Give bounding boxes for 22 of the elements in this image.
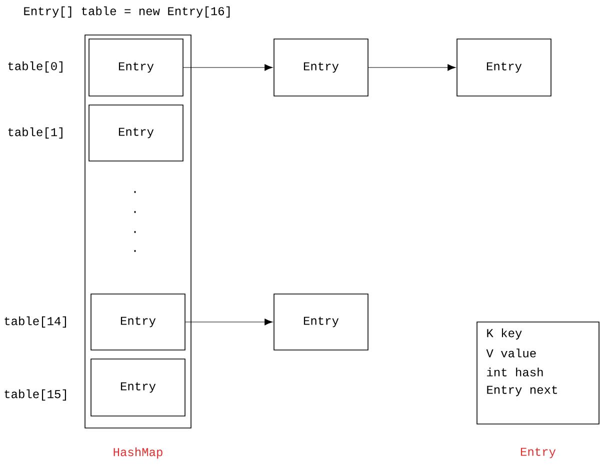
entry-box: Entry <box>90 358 186 416</box>
index-label: table[0] <box>8 61 62 73</box>
entry-box: Entry <box>274 294 368 350</box>
ellipsis-dot: . <box>134 231 136 233</box>
index-label: table[1] <box>8 127 62 139</box>
entry-box: Entry <box>90 294 186 350</box>
arrow <box>185 318 273 326</box>
entry-box: Entry <box>456 38 552 96</box>
title: Entry[] table = new Entry[16] <box>24 6 230 18</box>
arrow <box>368 64 456 71</box>
entry-box: Entry <box>88 38 184 96</box>
index-label: table[14] <box>4 316 66 328</box>
ellipsis-dot: . <box>134 191 136 193</box>
entry-box: Entry <box>88 104 184 162</box>
index-label: table[15] <box>4 389 66 401</box>
node-label: HashMap <box>114 447 162 459</box>
entry-box: Entry <box>274 38 368 96</box>
arrow <box>183 64 273 71</box>
node-label: Entry <box>520 448 556 458</box>
class-box: K key V value int hash Entry next Entry <box>476 322 600 458</box>
ellipsis-dot: . <box>134 250 136 252</box>
ellipsis-dot: . <box>134 211 136 213</box>
